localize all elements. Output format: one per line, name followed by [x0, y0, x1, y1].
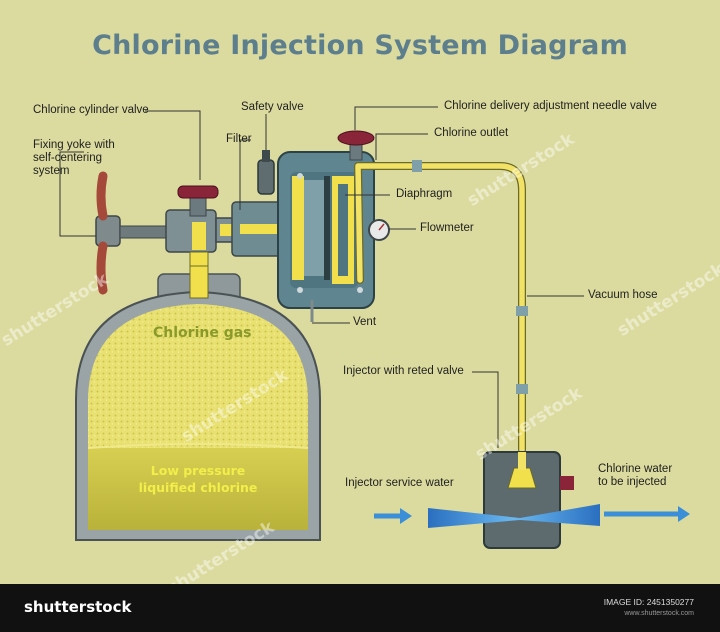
- needle-valve: [337, 130, 375, 161]
- safety-valve: [257, 150, 275, 195]
- chlorine-cylinder: [75, 261, 321, 541]
- label-liquid-1: Low pressure: [150, 463, 246, 478]
- label-liquid-2: liquified chlorine: [138, 480, 258, 495]
- image-id-text: IMAGE ID: 2451350277: [603, 597, 694, 607]
- label-cylinder-valve: Chlorine cylinder valve: [33, 104, 149, 116]
- cylinder-valve: [165, 185, 219, 267]
- label-diaphragm: Diaphragm: [396, 188, 453, 200]
- label-chlorine-water-2: to be injected: [598, 476, 667, 488]
- label-service-water: Injector service water: [345, 477, 454, 489]
- vacuum-hose: [354, 160, 528, 454]
- label-vacuum-hose: Vacuum hose: [588, 289, 658, 301]
- label-injector: Injector with reted valve: [343, 365, 464, 377]
- water-flow: [374, 504, 690, 528]
- label-outlet: Chlorine outlet: [434, 127, 509, 139]
- label-chlorine-gas: Chlorine gas: [153, 325, 252, 341]
- label-yoke-2: self-centering: [33, 152, 103, 164]
- fixing-yoke: [95, 171, 169, 295]
- injector: [483, 451, 574, 549]
- footer-bar: shutterstock IMAGE ID: 2451350277 www.sh…: [0, 584, 720, 632]
- label-chlorine-water-1: Chlorine water: [598, 463, 673, 475]
- regulator-housing: [277, 151, 375, 322]
- site-text: www.shutterstock.com: [624, 610, 694, 617]
- label-flowmeter: Flowmeter: [420, 222, 474, 234]
- label-filter: Filter: [226, 133, 252, 145]
- footer-image-id: IMAGE ID: 2451350277 www.shutterstock.co…: [604, 597, 694, 619]
- footer-brand: shutterstock: [24, 598, 132, 616]
- diagram-title: Chlorine Injection System Diagram: [92, 30, 628, 61]
- label-safety-valve: Safety valve: [241, 101, 304, 113]
- label-yoke-3: system: [33, 165, 70, 177]
- label-vent: Vent: [353, 316, 377, 328]
- label-yoke-1: Fixing yoke with: [33, 139, 115, 151]
- flowmeter: [368, 219, 390, 241]
- label-needle-valve: Chlorine delivery adjustment needle valv…: [444, 100, 657, 112]
- leader-lines: [59, 106, 584, 448]
- diagram-illustration: [59, 106, 690, 549]
